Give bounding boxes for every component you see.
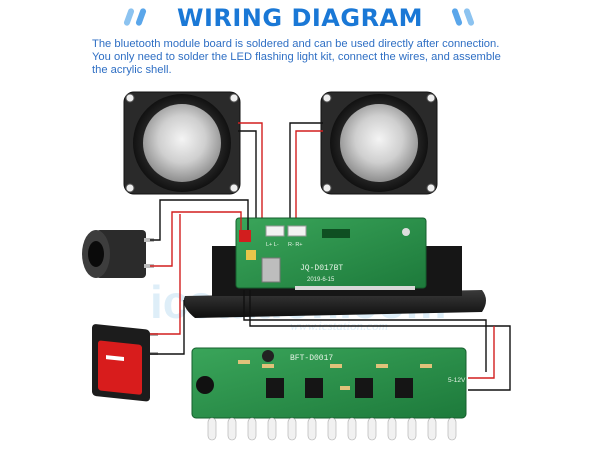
component bbox=[246, 250, 256, 260]
dc-jack bbox=[82, 230, 154, 278]
pin-header bbox=[295, 286, 415, 290]
front-panel bbox=[183, 290, 486, 318]
speaker-icon bbox=[340, 104, 418, 182]
connector-right-label: R- R+ bbox=[288, 242, 303, 248]
ic-chip bbox=[395, 378, 413, 398]
description-line: You only need to solder the LED flashing… bbox=[92, 51, 501, 63]
capacitor bbox=[262, 350, 274, 362]
speaker-wires bbox=[238, 122, 323, 222]
led-board: BFT-D0017 5-12V bbox=[191, 347, 467, 441]
power-wires bbox=[150, 199, 511, 391]
description-line: The bluetooth module board is soldered a… bbox=[92, 38, 500, 50]
board-model: JQ-D017BT bbox=[300, 264, 343, 273]
speaker-icon bbox=[143, 104, 221, 182]
power-connector bbox=[239, 230, 251, 242]
left-speaker-connector bbox=[265, 225, 285, 237]
dc-jack-icon bbox=[88, 241, 104, 267]
speaker-left bbox=[123, 91, 241, 195]
ic-chip bbox=[266, 378, 284, 398]
ic-chip bbox=[305, 378, 323, 398]
led-board-model: BFT-D0017 bbox=[290, 354, 333, 363]
double-slash-icon bbox=[451, 8, 475, 26]
rocker-switch bbox=[92, 324, 158, 402]
bluetooth-board: L+ L- R- R+ JQ-D017BT 2019-6-15 bbox=[212, 217, 462, 296]
double-slash-icon bbox=[123, 8, 147, 26]
chip bbox=[322, 229, 350, 238]
description: The bluetooth module board is soldered a… bbox=[92, 38, 562, 77]
board-date: 2019-6-15 bbox=[307, 277, 335, 283]
sd-slot bbox=[261, 257, 281, 283]
description-line: the acrylic shell. bbox=[92, 64, 172, 76]
page-title: WIRING DIAGRAM bbox=[176, 4, 423, 32]
header: WIRING DIAGRAM bbox=[0, 0, 600, 36]
microphone-icon bbox=[196, 376, 214, 394]
right-speaker-connector bbox=[287, 225, 307, 237]
speaker-right bbox=[320, 91, 438, 195]
resistors bbox=[238, 360, 432, 390]
ic-chip bbox=[355, 378, 373, 398]
rocker-switch-icon bbox=[98, 340, 142, 395]
connector-left-label: L+ L- bbox=[266, 242, 279, 248]
power-label: 5-12V bbox=[448, 377, 466, 384]
led-row bbox=[207, 417, 457, 441]
